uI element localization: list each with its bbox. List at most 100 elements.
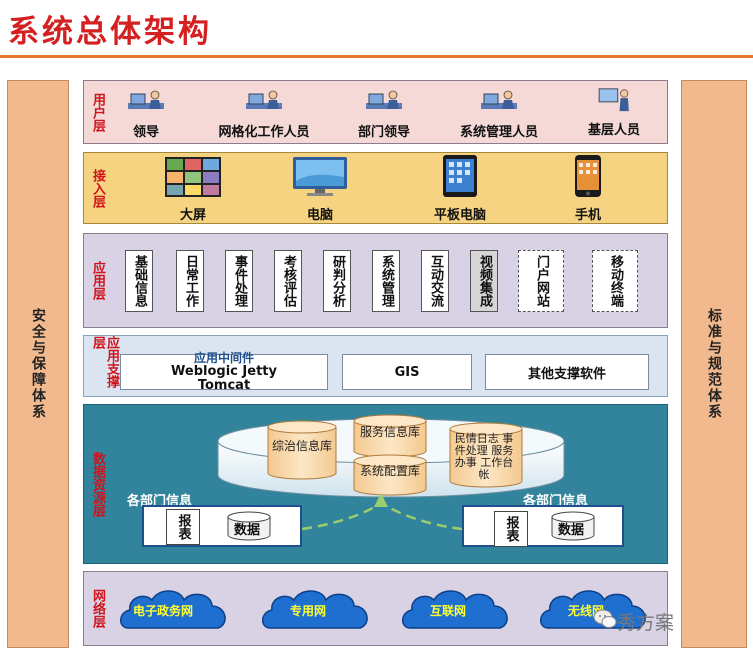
db-service-cylinder (353, 414, 427, 458)
middleware-box: 应用中间件 Weblogic Jetty Tomcat (120, 350, 328, 393)
device-big-screen-label: 大屏 (179, 208, 206, 223)
device-mobile: 手机 (560, 155, 616, 223)
mobile-phone-icon (575, 155, 601, 197)
other-support-label: 其他支撑软件 (527, 366, 606, 382)
data-layer-label-wrap: 数据资源层 (90, 405, 105, 563)
network-layer: 网络层 电子政务网 专用网 互联网 无线网 (83, 571, 668, 646)
data-cylinder-icon (227, 511, 271, 541)
user-grassroots-label: 基层人员 (587, 123, 640, 138)
user-leader: 领导 (114, 89, 178, 140)
app-module-label: 系统管理 (379, 255, 394, 307)
app-module-mobile: 移动终端 (592, 250, 638, 312)
db-config-label: 系统配置库 (359, 464, 420, 478)
network-layer-label: 网络层 (90, 589, 105, 628)
network-layer-label-wrap: 网络层 (90, 572, 105, 645)
app-module-label: 互动交流 (428, 255, 443, 307)
data-label: 数据 (558, 523, 585, 538)
data-label: 数据 (234, 523, 261, 538)
middleware-title: 应用中间件 (193, 350, 254, 365)
gis-box: GIS (342, 354, 472, 390)
device-tablet-label: 平板电脑 (433, 208, 486, 223)
device-mobile-label: 手机 (574, 208, 601, 223)
dept-sync-arrow-icon (374, 493, 388, 507)
report-label: 报表 (503, 516, 519, 542)
user-at-desk-icon (366, 90, 402, 109)
central-database-cylinder (217, 414, 565, 531)
app-module-basic-info: 基础信息 (125, 250, 153, 312)
db-config-cylinder (353, 454, 427, 496)
app-module-label: 日常工作 (183, 255, 198, 307)
device-big-screen: 大屏 (158, 157, 228, 223)
support-layer-label: 应用支撑层 (90, 336, 119, 388)
report-label: 报表 (175, 514, 191, 540)
app-module-label: 移动终端 (608, 255, 623, 307)
user-sys-admin-label: 系统管理人员 (459, 125, 538, 140)
app-module-system-mgmt: 系统管理 (372, 250, 400, 312)
application-layer: 应用层 基础信息 日常工作 事件处理 考核评估 研判分析 系统管理 互动交流 视… (83, 233, 668, 328)
security-system-label: 安全与保障体系 (30, 308, 46, 420)
user-at-desk-icon (128, 90, 164, 109)
access-layer-label-wrap: 接入层 (90, 153, 105, 223)
app-module-label: 考核评估 (281, 255, 296, 307)
db-log-cylinder (449, 422, 523, 488)
tablet-icon (443, 155, 477, 197)
standards-system-label: 标准与规范体系 (706, 308, 722, 420)
user-layer-label: 用户层 (90, 92, 105, 132)
app-module-label: 门户网站 (534, 255, 549, 307)
wechat-icon (593, 609, 617, 628)
title-divider (0, 55, 753, 58)
device-tablet: 平板电脑 (418, 155, 502, 223)
app-module-label: 研判分析 (330, 255, 345, 307)
user-leader-label: 领导 (132, 125, 159, 140)
db-zongzhi-label: 综治信息库 (272, 439, 333, 453)
app-module-event-handling: 事件处理 (225, 250, 253, 312)
dept-info-right-panel: 报表 数据 (462, 505, 624, 547)
user-grassroots: 基层人员 (576, 87, 652, 138)
user-grid-worker-label: 网格化工作人员 (218, 125, 310, 140)
app-module-portal: 门户网站 (518, 250, 564, 312)
device-computer-label: 电脑 (306, 208, 333, 223)
user-dept-leader-label: 部门领导 (357, 125, 410, 140)
access-layer: 接入层 大屏 电脑 平板电脑 (83, 152, 668, 224)
security-system-panel: 安全与保障体系 (7, 80, 69, 648)
network-egov-label: 电子政务网 (133, 604, 194, 618)
app-module-assessment: 考核评估 (274, 250, 302, 312)
db-service-label: 服务信息库 (359, 425, 420, 439)
user-layer: 用户层 领导 网格化工作人员 部门领导 系统管理人员 基层人员 (83, 80, 668, 144)
db-log-label: 民情日志 事件处理 服务办事 工作台帐 (454, 432, 514, 481)
user-presenting-icon (598, 88, 629, 112)
application-layer-label: 应用层 (90, 261, 105, 300)
app-module-daily-work: 日常工作 (176, 250, 204, 312)
report-doc-icon: 报表 (494, 511, 528, 547)
app-module-analysis: 研判分析 (323, 250, 351, 312)
support-layer-label-wrap: 应用支撑层 (90, 336, 119, 396)
network-private-label: 专用网 (290, 604, 327, 618)
user-dept-leader: 部门领导 (346, 89, 422, 140)
other-support-box: 其他支撑软件 (485, 354, 649, 390)
support-layer: 应用支撑层 应用中间件 Weblogic Jetty Tomcat GIS 其他… (83, 335, 668, 397)
middleware-body: Weblogic Jetty Tomcat (171, 363, 277, 393)
big-screen-icon (165, 157, 221, 197)
app-module-video: 视频集成 (470, 250, 498, 312)
user-layer-label-wrap: 用户层 (90, 81, 105, 143)
dept-info-left-panel: 报表 数据 (142, 505, 302, 547)
data-cylinder-icon (551, 511, 595, 541)
application-layer-label-wrap: 应用层 (90, 234, 105, 327)
access-layer-label: 接入层 (90, 168, 105, 208)
data-resource-layer: 数据资源层 综治信息库 服 (83, 404, 668, 564)
gis-label: GIS (394, 364, 420, 380)
app-module-interaction: 互动交流 (421, 250, 449, 312)
watermark-text: 秀方案 (617, 612, 675, 634)
app-module-label: 基础信息 (132, 255, 147, 307)
page-title: 系统总体架构 (8, 14, 212, 50)
app-module-label: 事件处理 (232, 255, 247, 307)
standards-system-panel: 标准与规范体系 (681, 80, 747, 648)
report-doc-icon: 报表 (166, 509, 200, 545)
data-layer-label: 数据资源层 (90, 451, 105, 517)
user-sys-admin: 系统管理人员 (444, 89, 554, 140)
user-at-desk-icon (481, 90, 517, 109)
user-at-desk-icon (246, 90, 282, 109)
user-grid-worker: 网格化工作人员 (202, 89, 326, 140)
network-internet-label: 互联网 (430, 604, 467, 618)
computer-monitor-icon (293, 157, 347, 196)
